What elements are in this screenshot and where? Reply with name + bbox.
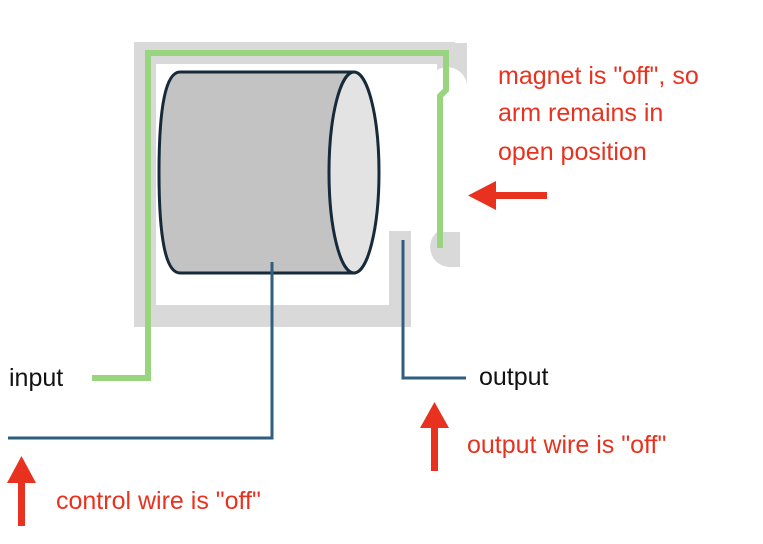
magnet-note-line-2: arm remains in	[498, 99, 663, 127]
coil-end-face	[327, 70, 381, 275]
control-wire-note: control wire is "off"	[56, 487, 261, 515]
electromagnet-coil	[157, 70, 381, 275]
contact-post	[389, 231, 411, 327]
magnet-note-line-3: open position	[498, 138, 647, 166]
annotation-arrows	[7, 181, 547, 526]
output-label: output	[479, 363, 549, 391]
magnet-note-line-1: magnet is "off", so	[498, 62, 699, 90]
wires	[8, 50, 466, 440]
input-wire	[92, 50, 449, 381]
coil-body	[157, 70, 356, 275]
output-up-arrow	[420, 402, 449, 471]
input-label: input	[9, 364, 63, 392]
output-wire	[401, 240, 466, 380]
relay-frame-bottom-cap	[430, 232, 460, 268]
control-up-arrow	[7, 456, 36, 526]
left-arrow	[468, 181, 547, 210]
control-wire	[8, 262, 274, 440]
output-wire-note: output wire is "off"	[467, 431, 666, 459]
